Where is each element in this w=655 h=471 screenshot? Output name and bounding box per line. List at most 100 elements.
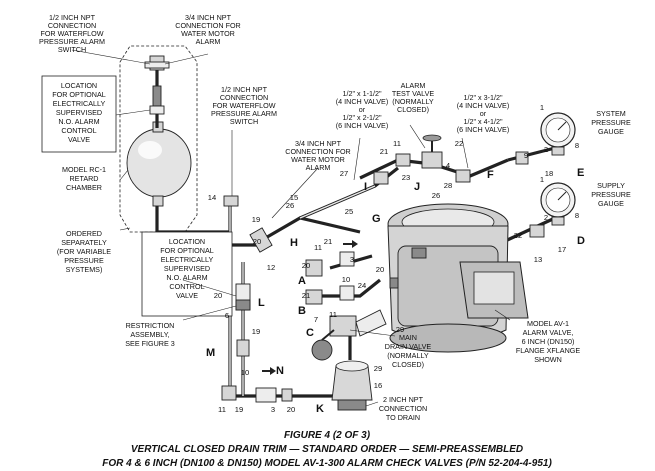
svg-text:SEE FIGURE 3: SEE FIGURE 3	[125, 339, 175, 348]
part-number: 19	[252, 327, 260, 336]
callout-alarm-test: ALARM TEST VALVE (NORMALLY CLOSED)	[392, 81, 435, 114]
part-number: 11	[393, 139, 401, 148]
svg-text:TO DRAIN: TO DRAIN	[386, 413, 420, 422]
part-number: 21	[324, 237, 332, 246]
alarm-valve-body	[387, 203, 529, 353]
svg-text:N.O. ALARM: N.O. ALARM	[58, 117, 99, 126]
drain-cup	[331, 360, 373, 411]
svg-text:VALVE: VALVE	[176, 291, 198, 300]
svg-text:CONNECTION: CONNECTION	[379, 404, 427, 413]
callout-npt-drain: 2 INCH NPT CONNECTION TO DRAIN	[379, 395, 427, 422]
svg-text:CONNECTION: CONNECTION	[220, 93, 268, 102]
svg-text:LOCATION: LOCATION	[169, 237, 205, 246]
part-number: 1	[540, 175, 544, 184]
svg-text:CHAMBER: CHAMBER	[66, 183, 102, 192]
svg-text:FOR WATERFLOW: FOR WATERFLOW	[40, 29, 103, 38]
svg-text:(4 INCH VALVE): (4 INCH VALVE)	[336, 97, 388, 106]
svg-text:SUPPLY: SUPPLY	[597, 181, 625, 190]
svg-text:CONNECTION FOR: CONNECTION FOR	[175, 21, 240, 30]
svg-text:GAUGE: GAUGE	[598, 127, 624, 136]
part-number: 10	[241, 368, 249, 377]
svg-text:FLANGE XFLANGE: FLANGE XFLANGE	[516, 346, 581, 355]
svg-text:ALARM: ALARM	[196, 37, 221, 46]
callout-npt-half-top: 1/2 INCH NPT CONNECTION FOR WATERFLOW PR…	[39, 13, 105, 54]
caption-line-1: FIGURE 4 (2 OF 3)	[284, 430, 371, 441]
part-number: 10	[342, 275, 350, 284]
callout-npt-half-mid: 1/2 INCH NPT CONNECTION FOR WATERFLOW PR…	[211, 85, 277, 126]
part-number: 2	[544, 213, 548, 222]
letter-b: B	[298, 305, 306, 317]
part-number: 16	[374, 381, 382, 390]
part-number: 15	[290, 193, 298, 202]
svg-text:CONTROL: CONTROL	[169, 282, 204, 291]
location-box-top	[41, 75, 117, 153]
svg-text:DRAIN VALVE: DRAIN VALVE	[385, 342, 432, 351]
svg-text:SEPARATELY: SEPARATELY	[61, 238, 107, 247]
svg-text:CLOSED): CLOSED)	[397, 105, 429, 114]
svg-text:PRESSURE: PRESSURE	[591, 190, 631, 199]
letter-i: I	[364, 181, 367, 193]
svg-text:WATER MOTOR: WATER MOTOR	[181, 29, 235, 38]
part-number: 17	[558, 245, 566, 254]
part-number: 20	[376, 265, 384, 274]
part-numbers: 1 1 2 2 3 3 4 6 7 8 8 9 10 10 11 11 11 1…	[208, 103, 579, 414]
callout-ordered-separately: ORDERED SEPARATELY (FOR VARIABLE PRESSUR…	[57, 229, 111, 274]
svg-text:SWITCH: SWITCH	[230, 117, 258, 126]
svg-text:(6 INCH VALVE): (6 INCH VALVE)	[457, 125, 509, 134]
svg-text:PRESSURE: PRESSURE	[591, 118, 631, 127]
svg-text:TEST VALVE: TEST VALVE	[392, 89, 435, 98]
letter-j: J	[414, 181, 420, 193]
part-number: 20	[302, 261, 310, 270]
callout-supply-gauge: SUPPLY PRESSURE GAUGE	[591, 181, 631, 208]
svg-text:ASSEMBLY,: ASSEMBLY,	[130, 330, 169, 339]
letter-n: N	[276, 365, 284, 377]
svg-text:1/2 INCH NPT: 1/2 INCH NPT	[221, 85, 268, 94]
svg-text:CONNECTION: CONNECTION	[48, 21, 96, 30]
letter-k: K	[316, 403, 324, 415]
part-number: 20	[214, 291, 222, 300]
part-number: 4	[446, 161, 450, 170]
svg-text:FOR OPTIONAL: FOR OPTIONAL	[52, 90, 106, 99]
svg-text:or: or	[480, 109, 487, 118]
svg-text:LOCATION: LOCATION	[61, 81, 97, 90]
retard-chamber-body	[126, 128, 192, 198]
svg-text:SUPERVISED: SUPERVISED	[164, 264, 210, 273]
svg-text:3/4 INCH NPT: 3/4 INCH NPT	[295, 139, 342, 148]
svg-text:RESTRICTION: RESTRICTION	[126, 321, 175, 330]
letter-c: C	[306, 327, 314, 339]
part-number: 25	[345, 207, 353, 216]
svg-text:FOR OPTIONAL: FOR OPTIONAL	[160, 246, 214, 255]
part-number: 24	[358, 281, 366, 290]
part-number: 26	[286, 201, 294, 210]
svg-text:ORDERED: ORDERED	[66, 229, 102, 238]
svg-text:RETARD: RETARD	[69, 174, 98, 183]
letter-d: D	[577, 235, 585, 247]
part-number: 23	[402, 173, 410, 182]
svg-text:1/2" x 4-1/2": 1/2" x 4-1/2"	[463, 117, 503, 126]
caption-line-2: VERTICAL CLOSED DRAIN TRIM — STANDARD OR…	[131, 444, 523, 455]
svg-text:MODEL AV-1: MODEL AV-1	[527, 319, 569, 328]
svg-text:MODEL RC-1: MODEL RC-1	[62, 165, 106, 174]
part-number: 22	[455, 139, 463, 148]
svg-text:2 INCH NPT: 2 INCH NPT	[383, 395, 424, 404]
callout-main-drain: MAIN DRAIN VALVE (NORMALLY CLOSED)	[385, 333, 432, 369]
part-number: 8	[575, 141, 579, 150]
svg-text:PRESSURE ALARM: PRESSURE ALARM	[211, 109, 277, 118]
callout-npt-three-quarter-mid: 3/4 INCH NPT CONNECTION FOR WATER MOTOR …	[285, 139, 350, 172]
part-number: 27	[340, 169, 348, 178]
svg-text:SWITCH: SWITCH	[58, 45, 86, 54]
letter-f: F	[487, 169, 494, 181]
callout-nipple-right: 1/2" x 3-1/2" (4 INCH VALVE) or 1/2" x 4…	[457, 93, 509, 134]
part-number: 7	[314, 315, 318, 324]
part-number: 22	[514, 231, 522, 240]
svg-text:GAUGE: GAUGE	[598, 199, 624, 208]
svg-text:SYSTEM: SYSTEM	[596, 109, 626, 118]
supply-pressure-gauge	[540, 182, 576, 226]
svg-text:1/2" x 1-1/2": 1/2" x 1-1/2"	[342, 89, 382, 98]
part-number: 26	[432, 191, 440, 200]
svg-text:ELECTRICALLY: ELECTRICALLY	[53, 99, 106, 108]
part-number: 20	[287, 405, 295, 414]
callout-npt-three-quarter-top: 3/4 INCH NPT CONNECTION FOR WATER MOTOR …	[175, 13, 240, 46]
flow-arrows	[262, 240, 358, 375]
